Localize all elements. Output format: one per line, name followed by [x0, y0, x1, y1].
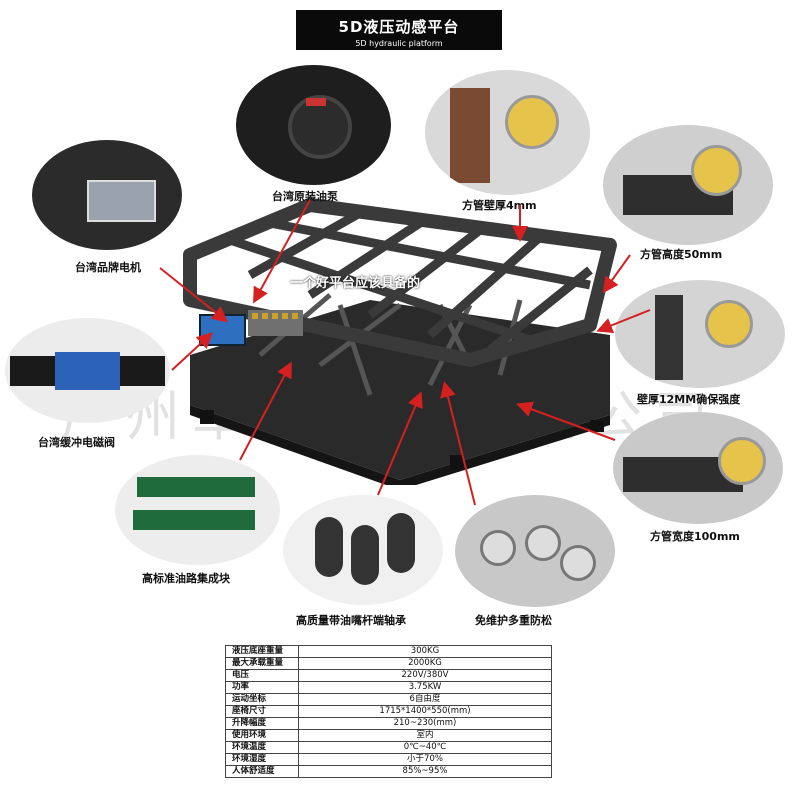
spec-key: 升降幅度 — [225, 717, 299, 730]
title-banner: 5D液压动感平台 5D hydraulic platform — [296, 10, 502, 50]
spec-value: 0℃~40℃ — [298, 741, 552, 754]
spec-value: 210~230(mm) — [298, 717, 552, 730]
manifold-label: 高标准油路集成块 — [142, 572, 230, 585]
center-caption: 一个好平台应该具备的 — [290, 276, 421, 291]
spec-key: 环境湿度 — [225, 753, 299, 766]
anti-loose-label: 免维护多重防松 — [475, 614, 552, 627]
spec-value: 小于70% — [298, 753, 552, 766]
spec-key: 环境温度 — [225, 741, 299, 754]
spec-key: 最大承载重量 — [225, 657, 299, 670]
spec-key: 运动坐标 — [225, 693, 299, 706]
motor-photo — [32, 140, 182, 250]
spec-value: 2000KG — [298, 657, 552, 670]
manifold-photo — [115, 455, 280, 565]
spec-value: 3.75KW — [298, 681, 552, 694]
valve-label: 台湾缓冲电磁阀 — [38, 436, 115, 449]
title-main: 5D液压动感平台 — [338, 18, 460, 36]
spec-key: 液压底座重量 — [225, 645, 299, 658]
tube-height-label: 方管高度50mm — [640, 248, 723, 261]
motor-label: 台湾品牌电机 — [75, 261, 141, 274]
spec-key: 电压 — [225, 669, 299, 682]
spec-key: 功率 — [225, 681, 299, 694]
wall-strength-label: 壁厚12MM确保强度 — [637, 393, 741, 406]
tube-width-label: 方管宽度100mm — [650, 530, 740, 543]
spec-value: 室内 — [298, 729, 552, 742]
oil-pump-label: 台湾原装油泵 — [272, 190, 338, 203]
bearing-label: 高质量带油嘴杆端轴承 — [296, 614, 406, 627]
spec-value: 85%~95% — [298, 765, 552, 778]
platform-illustration — [183, 198, 617, 485]
tube-wall-label: 方管壁厚4mm — [462, 199, 537, 212]
spec-value: 1715*1400*550(mm) — [298, 705, 552, 718]
tube-height-photo — [603, 125, 773, 245]
tube-wall-photo — [425, 70, 590, 195]
valve-photo — [5, 318, 170, 423]
anti-loose-photo — [455, 495, 615, 607]
wall-strength-photo — [615, 280, 785, 388]
tube-width-photo — [613, 412, 783, 524]
oil-pump-photo — [236, 65, 391, 185]
spec-key: 人体舒适度 — [225, 765, 299, 778]
spec-value: 220V/380V — [298, 669, 552, 682]
spec-row: 环境湿度小于70% — [225, 753, 552, 766]
bearing-photo — [283, 495, 443, 605]
spec-value: 300KG — [298, 645, 552, 658]
spec-key: 座椅尺寸 — [225, 705, 299, 718]
title-sub: 5D hydraulic platform — [355, 39, 443, 48]
spec-row: 使用环境室内 — [225, 729, 552, 742]
spec-key: 使用环境 — [225, 729, 299, 742]
spec-value: 6自由度 — [298, 693, 552, 706]
